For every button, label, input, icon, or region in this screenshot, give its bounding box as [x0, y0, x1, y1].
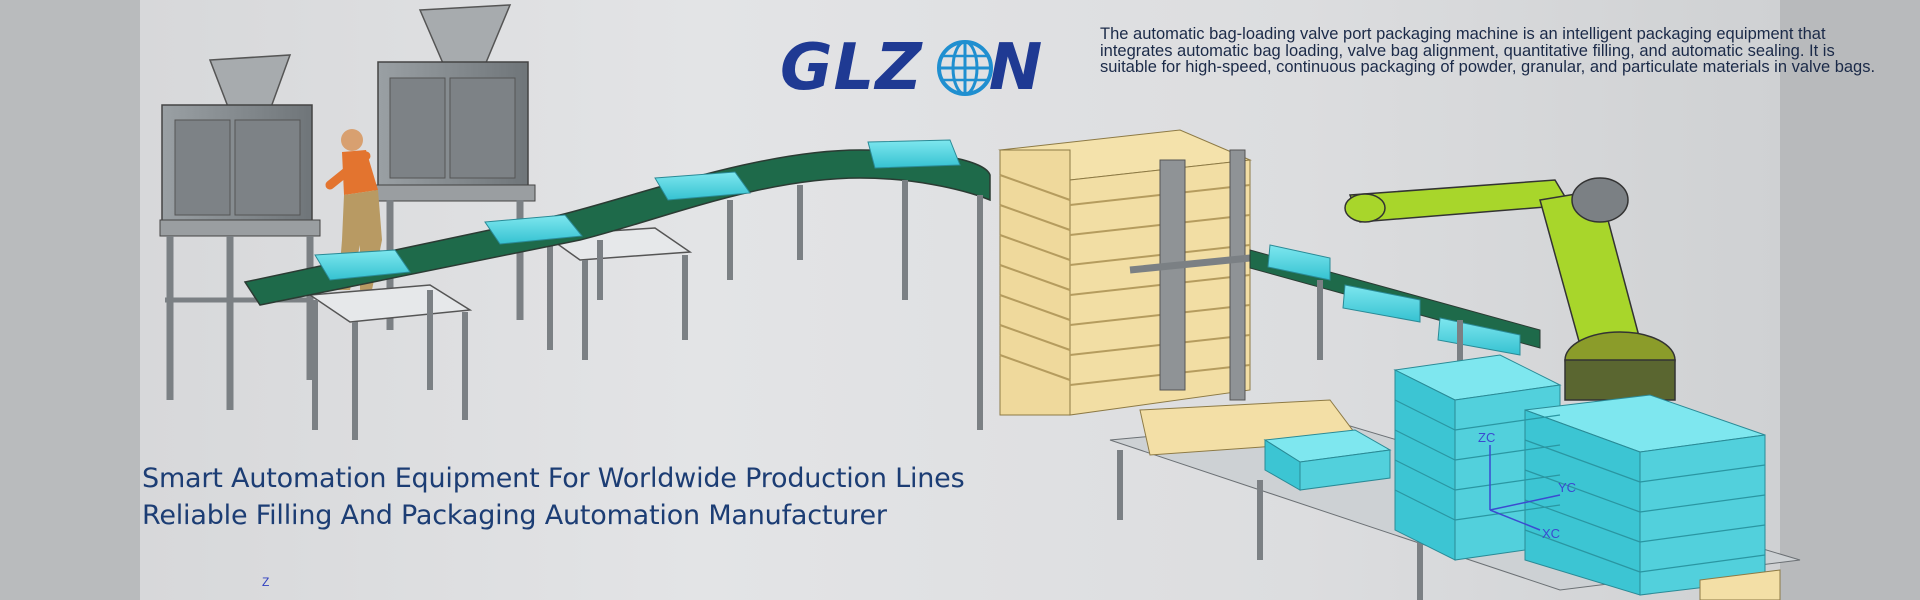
tagline-secondary: Reliable Filling And Packaging Automatio…: [142, 500, 887, 531]
packing-machine-2: [374, 4, 536, 330]
work-tables: [307, 227, 693, 440]
axis-triad: [1489, 445, 1561, 531]
tagline-primary: Smart Automation Equipment For Worldwide…: [142, 463, 965, 494]
globe-icon: [937, 40, 993, 96]
logo-text-left: GLZ: [780, 31, 923, 105]
product-description: The automatic bag-loading valve port pac…: [1100, 25, 1876, 76]
axis-label-yc: YC: [1558, 480, 1576, 495]
palletizing-robot: [1344, 177, 1676, 401]
brand-logo[interactable]: GLZ N: [780, 30, 1050, 106]
packing-machine-1: [159, 54, 321, 410]
bags-on-conveyor: [314, 139, 961, 281]
pallet-magazine: [998, 129, 1252, 416]
robot-feed-conveyor: [1249, 244, 1541, 400]
axis-label-z: Z: [262, 575, 270, 589]
curved-conveyor: [243, 149, 991, 430]
stacked-bags: [1263, 354, 1781, 600]
logo-wordmark: GLZ N: [780, 30, 1043, 106]
axis-label-xc: XC: [1542, 526, 1560, 541]
axis-label-zc: ZC: [1478, 430, 1495, 445]
logo-text-right: N: [988, 31, 1044, 105]
